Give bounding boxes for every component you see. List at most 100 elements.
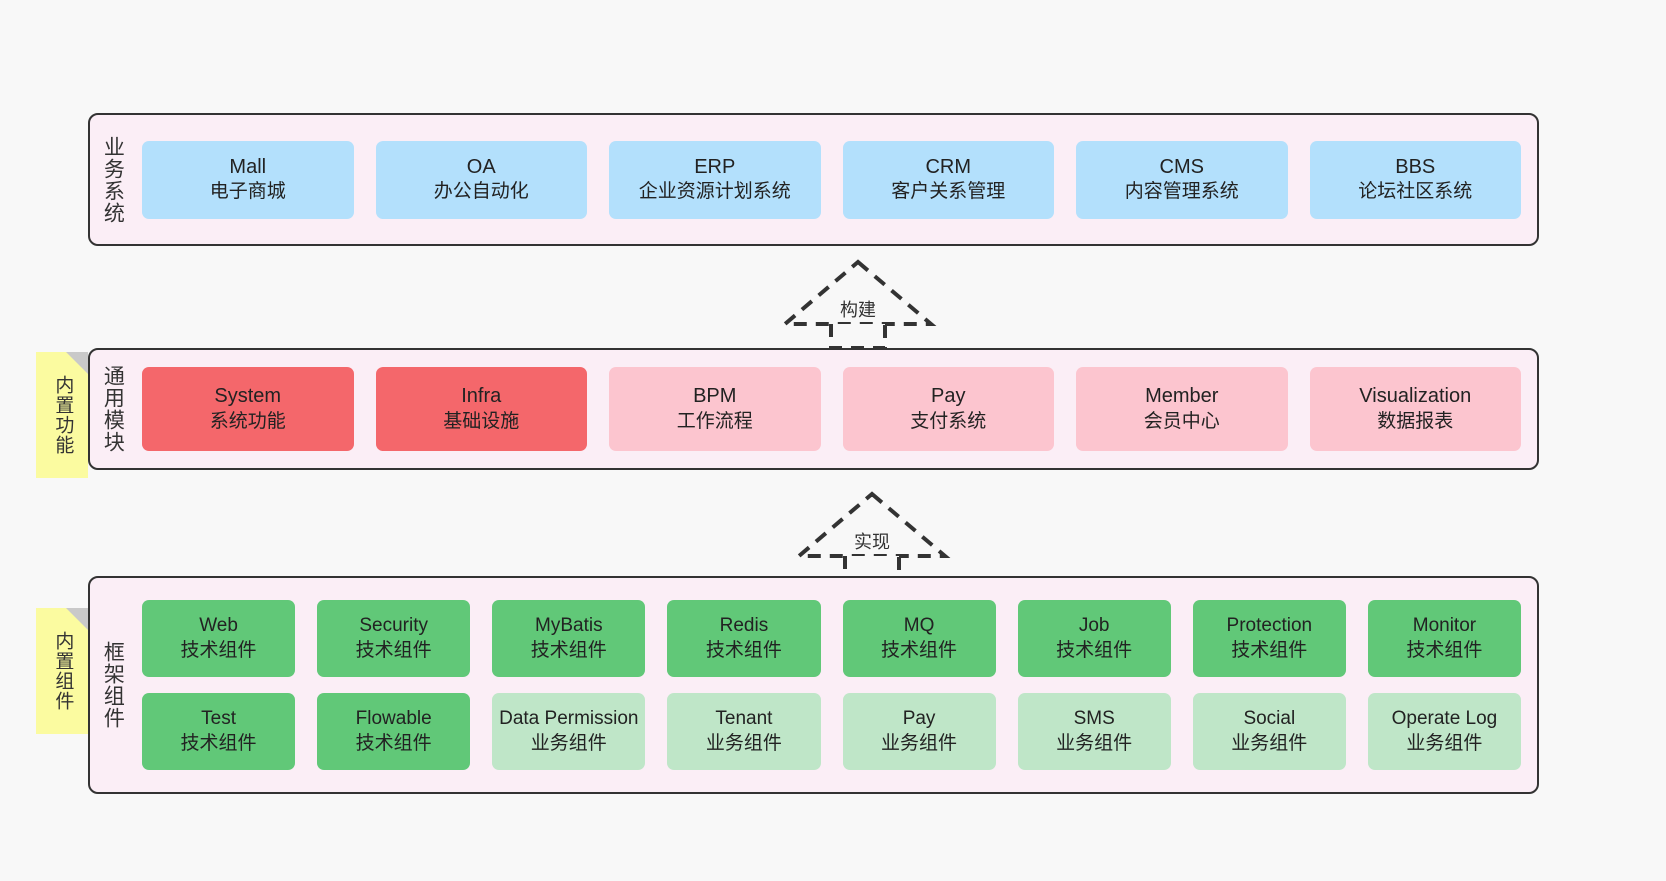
layer-body-framework-components: Web 技术组件 Security 技术组件 MyBatis 技术组件 Redi… [134,578,1537,792]
card-title: Pay [902,708,936,730]
card-row: Web 技术组件 Security 技术组件 MyBatis 技术组件 Redi… [142,600,1521,677]
card-subtitle: 内容管理系统 [1124,181,1239,203]
card-subtitle: 办公自动化 [433,181,529,203]
layer-business-system[interactable]: 业务系统 Mall 电子商城 OA 办公自动化 ERP 企业资源计划系统 CRM… [88,113,1539,246]
connector-build: 构建 [779,258,937,350]
card-title: CRM [925,155,972,178]
sticky-note-builtin-function[interactable]: 内置功能 [36,352,88,478]
card-subtitle: 会员中心 [1143,410,1220,432]
card-title: Web [199,615,238,637]
card-subtitle: 技术组件 [355,732,432,754]
layer-body-common-modules: System 系统功能 Infra 基础设施 BPM 工作流程 Pay 支付系统… [134,350,1537,468]
card-title: Visualization [1359,385,1472,408]
layer-common-modules[interactable]: 通用模块 System 系统功能 Infra 基础设施 BPM 工作流程 Pay… [88,348,1539,470]
card-title: MQ [903,615,935,637]
card-title: System [214,385,282,408]
card-mq[interactable]: MQ 技术组件 [842,600,996,677]
card-mybatis[interactable]: MyBatis 技术组件 [492,600,646,677]
arrowhead-triangle-icon [779,259,937,326]
card-subtitle: 工作流程 [676,410,753,432]
card-title: Protection [1226,615,1313,637]
card-subtitle: 基础设施 [443,410,520,432]
card-title: Security [359,615,428,637]
card-title: SMS [1073,708,1115,730]
card-title: Data Permission [499,708,639,730]
card-row: Mall 电子商城 OA 办公自动化 ERP 企业资源计划系统 CRM 客户关系… [142,140,1521,219]
card-subtitle: 技术组件 [705,639,782,661]
layer-title-business-system: 业务系统 [101,135,125,224]
arrowhead-triangle-icon [793,491,951,558]
card-subtitle: 数据报表 [1377,410,1454,432]
card-subtitle: 业务组件 [1231,732,1308,754]
card-crm[interactable]: CRM 客户关系管理 [842,140,1054,219]
card-operate-log[interactable]: Operate Log 业务组件 [1367,693,1521,770]
card-system[interactable]: System 系统功能 [142,367,354,451]
card-row: System 系统功能 Infra 基础设施 BPM 工作流程 Pay 支付系统… [142,367,1521,451]
page-fold-icon [66,608,88,630]
arrow-shaft-icon [829,324,887,350]
card-subtitle: 技术组件 [530,639,607,661]
card-subtitle: 技术组件 [1056,639,1133,661]
card-bpm[interactable]: BPM 工作流程 [609,367,821,451]
card-subtitle: 企业资源计划系统 [638,181,791,203]
card-title: Operate Log [1391,708,1498,730]
card-title: Pay [931,385,966,408]
connector-build-label: 构建 [840,300,876,320]
sticky-note-builtin-component[interactable]: 内置组件 [36,608,88,734]
layer-title-framework-components: 框架组件 [101,641,125,729]
card-subtitle: 支付系统 [910,410,987,432]
card-flowable[interactable]: Flowable 技术组件 [317,693,471,770]
card-row: Test 技术组件 Flowable 技术组件 Data Permission … [142,693,1521,770]
card-sms[interactable]: SMS 业务组件 [1017,693,1171,770]
card-subtitle: 技术组件 [180,639,257,661]
card-title: Flowable [355,708,432,730]
card-subtitle: 业务组件 [705,732,782,754]
card-subtitle: 论坛社区系统 [1358,181,1473,203]
card-member[interactable]: Member 会员中心 [1076,367,1288,451]
card-bbs[interactable]: BBS 论坛社区系统 [1309,140,1521,219]
card-oa[interactable]: OA 办公自动化 [375,140,587,219]
card-tenant[interactable]: Tenant 业务组件 [667,693,821,770]
card-redis[interactable]: Redis 技术组件 [667,600,821,677]
card-social[interactable]: Social 业务组件 [1192,693,1346,770]
card-monitor[interactable]: Monitor 技术组件 [1367,600,1521,677]
card-visualization[interactable]: Visualization 数据报表 [1309,367,1521,451]
card-title: CMS [1159,155,1204,178]
card-title: Tenant [715,708,773,730]
card-subtitle: 系统功能 [209,410,286,432]
card-pay-module[interactable]: Pay 支付系统 [842,367,1054,451]
connector-implement: 实现 [793,490,951,582]
card-title: Social [1243,708,1296,730]
card-web[interactable]: Web 技术组件 [142,600,296,677]
card-title: BBS [1395,155,1436,178]
card-pay-component[interactable]: Pay 业务组件 [842,693,996,770]
card-infra[interactable]: Infra 基础设施 [375,367,587,451]
card-title: ERP [694,155,736,178]
layer-framework-components[interactable]: 框架组件 Web 技术组件 Security 技术组件 MyBatis 技术组件… [88,576,1539,794]
card-job[interactable]: Job 技术组件 [1017,600,1171,677]
card-title: Monitor [1412,615,1477,637]
connector-implement-label: 实现 [854,532,890,552]
card-subtitle: 技术组件 [355,639,432,661]
page-fold-icon [66,352,88,374]
card-erp[interactable]: ERP 企业资源计划系统 [609,140,821,219]
card-subtitle: 业务组件 [881,732,958,754]
sticky-note-label: 内置组件 [52,631,74,711]
card-subtitle: 业务组件 [530,732,607,754]
sticky-note-label: 内置功能 [52,375,74,455]
card-title: Member [1145,385,1219,408]
card-title: BPM [693,385,737,408]
card-mall[interactable]: Mall 电子商城 [142,140,354,219]
card-title: Mall [229,155,267,178]
card-data-permission[interactable]: Data Permission 业务组件 [492,693,646,770]
card-cms[interactable]: CMS 内容管理系统 [1076,140,1288,219]
card-test[interactable]: Test 技术组件 [142,693,296,770]
card-security[interactable]: Security 技术组件 [317,600,471,677]
card-protection[interactable]: Protection 技术组件 [1192,600,1346,677]
card-subtitle: 电子商城 [209,181,286,203]
card-subtitle: 技术组件 [1406,639,1483,661]
card-subtitle: 客户关系管理 [891,181,1006,203]
card-title: Test [201,708,236,730]
layer-title-common-modules: 通用模块 [101,365,125,453]
